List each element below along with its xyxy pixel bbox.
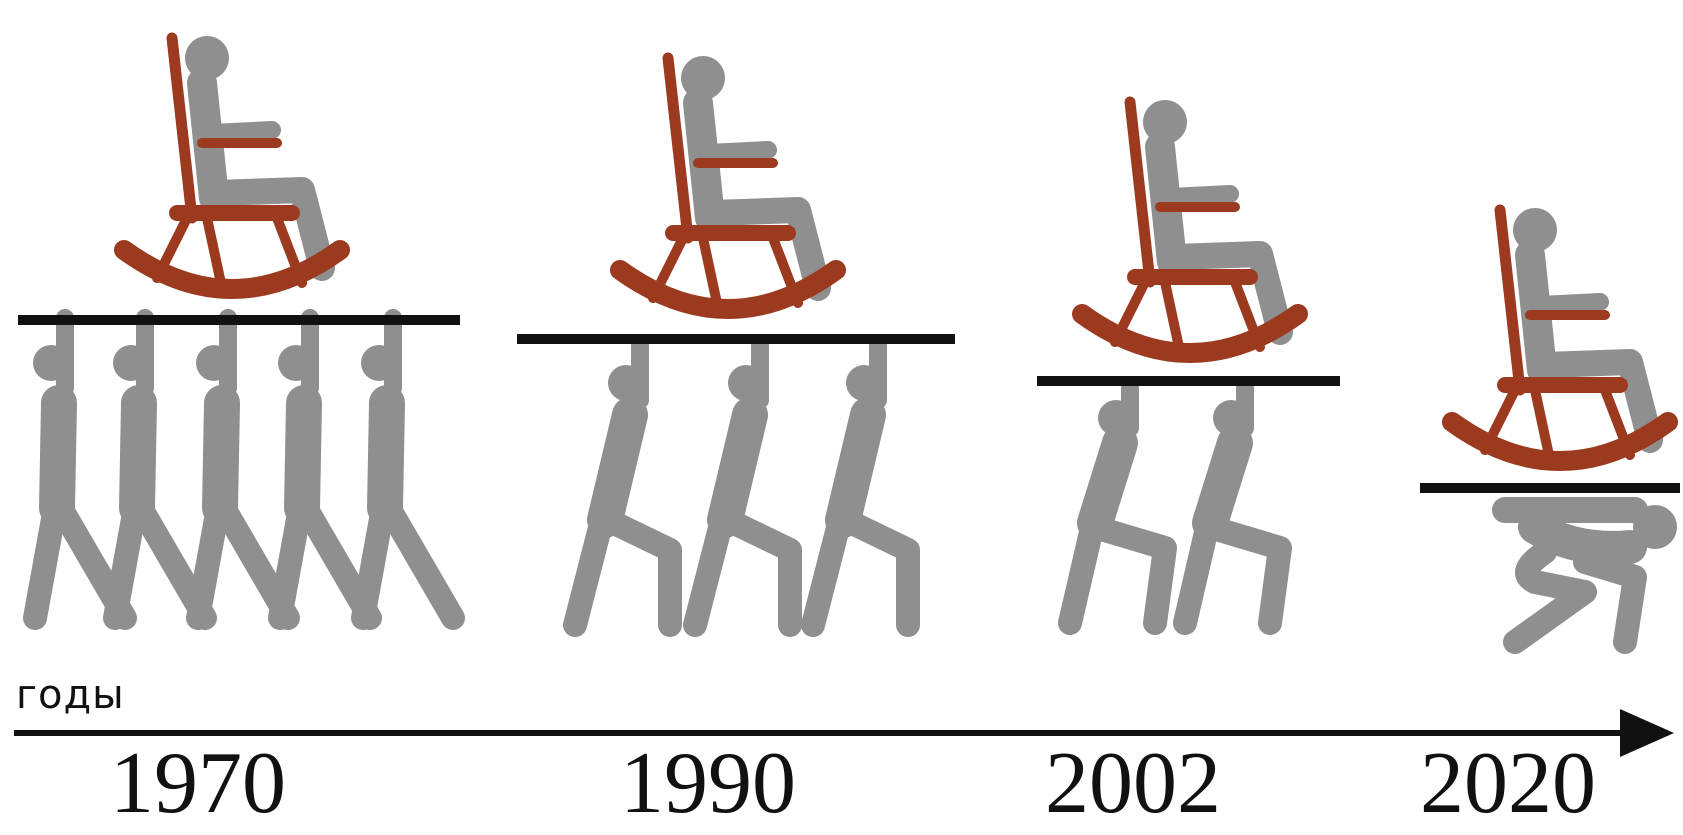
worker-figure (1070, 388, 1165, 623)
worker-figure (1505, 505, 1677, 642)
rocking-chair-pensioner (124, 36, 340, 289)
worker-figure (575, 345, 670, 625)
year-label-2002: 2002 (1045, 740, 1221, 828)
group-2020 (1420, 208, 1680, 642)
worker-figure (278, 318, 370, 618)
rocking-chair-pensioner (620, 56, 836, 309)
rocking-chair-pensioner (1452, 208, 1668, 461)
year-label-1990: 1990 (620, 740, 796, 828)
worker-figure (695, 345, 790, 625)
group-2002 (1037, 100, 1340, 623)
worker-figure (196, 318, 288, 618)
workers-1970 (33, 318, 453, 618)
worker-figure (113, 318, 205, 618)
worker-figure (813, 345, 908, 625)
workers-1990 (575, 345, 908, 625)
worker-figure (361, 318, 453, 618)
group-1970 (18, 36, 460, 618)
group-1990 (517, 56, 955, 625)
worker-figure (1185, 388, 1280, 623)
year-label-1970: 1970 (110, 740, 286, 828)
axis-label: годы (16, 672, 125, 718)
year-label-2020: 2020 (1420, 740, 1596, 828)
rocking-chair-pensioner (1082, 100, 1298, 353)
workers-2002 (1070, 388, 1280, 623)
